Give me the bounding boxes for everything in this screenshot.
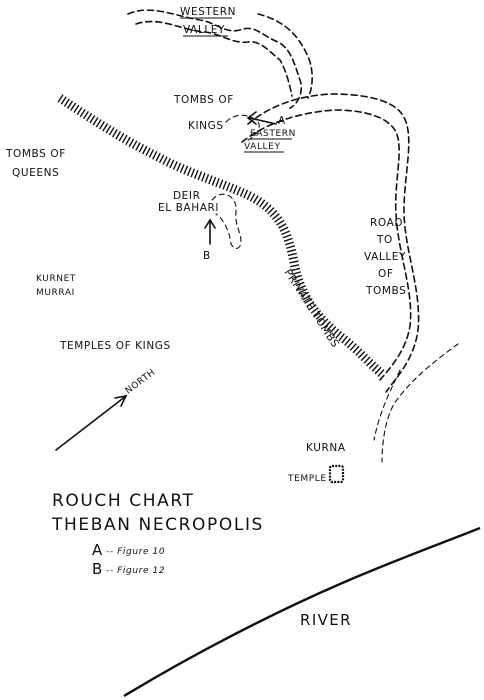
marker-b-arrowhead: [204, 218, 216, 229]
marker-a-arrowhead: [246, 111, 257, 125]
road-south-track-east: [381, 343, 459, 463]
map-title-line2: THEBAN NECROPOLIS: [51, 515, 264, 535]
legend-text-b: -- Figure 12: [106, 566, 165, 576]
western-valley-track-inner: [135, 20, 293, 97]
marker-a-label: A: [278, 115, 286, 127]
tombs-of-kings-line1: TOMBS OF: [173, 94, 234, 106]
eastern-valley-label: EASTERN VALLEY: [244, 129, 296, 153]
private-tombs-ridge: [57, 94, 385, 378]
legend: A -- Figure 10 B -- Figure 12: [92, 541, 165, 578]
deir-el-bahari-enclosure: [211, 193, 242, 249]
legend-key-b: B: [92, 560, 103, 578]
river-label: RIVER: [300, 611, 352, 629]
road-line2: TO: [376, 234, 393, 246]
kurnet-murrai-label: KURNET MURRAI: [36, 274, 76, 298]
deir-el-bahari-label: DEIR EL BAHARI: [158, 190, 219, 214]
temples-of-kings-label: TEMPLES OF KINGS: [59, 340, 171, 352]
marker-b-label: B: [203, 250, 211, 262]
marker-a-arrow: [249, 117, 277, 125]
tombs-of-kings-line2: KINGS: [188, 120, 224, 132]
road-line5: TOMBS: [365, 285, 406, 297]
deir-el-bahari-line2: EL BAHARI: [158, 202, 219, 214]
tombs-of-queens-label: TOMBS OF QUEENS: [5, 148, 66, 179]
western-valley-track: [127, 9, 303, 109]
road-line3: VALLEY: [364, 251, 406, 263]
kurnet-murrai-line1: KURNET: [36, 274, 76, 284]
road-line4: OF: [378, 268, 394, 280]
western-valley-line1: WESTERN: [180, 6, 236, 18]
eastern-valley-track: [247, 93, 420, 393]
kurnet-murrai-line2: MURRAI: [36, 288, 75, 298]
western-valley-label: WESTERN VALLEY: [180, 6, 236, 37]
deir-el-bahari-line1: DEIR: [173, 190, 201, 202]
western-valley-branch: [257, 13, 313, 99]
river-bank: [123, 526, 481, 698]
kurna-label: KURNA: [306, 442, 346, 454]
legend-text-a: -- Figure 10: [106, 547, 165, 557]
road-line1: ROAD: [370, 217, 403, 229]
map-title-line1: ROUCH CHART: [52, 491, 195, 511]
tombs-of-queens-line1: TOMBS OF: [5, 148, 66, 160]
road-to-valley-label: ROAD TO VALLEY OF TOMBS: [364, 217, 406, 297]
tombs-of-queens-line2: QUEENS: [12, 167, 59, 179]
north-arrow: [55, 395, 127, 451]
tombs-of-kings-track: [225, 114, 260, 141]
temple-label: TEMPLE: [287, 474, 327, 484]
temple-marker: [328, 464, 345, 484]
legend-key-a: A: [92, 541, 103, 559]
eastern-valley-track-inner: [241, 109, 412, 381]
north-label: NORTH: [124, 368, 158, 397]
road-south-track: [373, 369, 401, 441]
western-valley-line2: VALLEY: [183, 24, 225, 36]
private-tombs-label: PRIVATE TOMBS: [281, 267, 341, 350]
eastern-valley-line1: EASTERN: [250, 129, 296, 139]
tombs-of-kings-label: TOMBS OF KINGS: [173, 94, 234, 132]
north-arrowhead: [114, 394, 128, 407]
eastern-valley-line2: VALLEY: [244, 142, 281, 152]
